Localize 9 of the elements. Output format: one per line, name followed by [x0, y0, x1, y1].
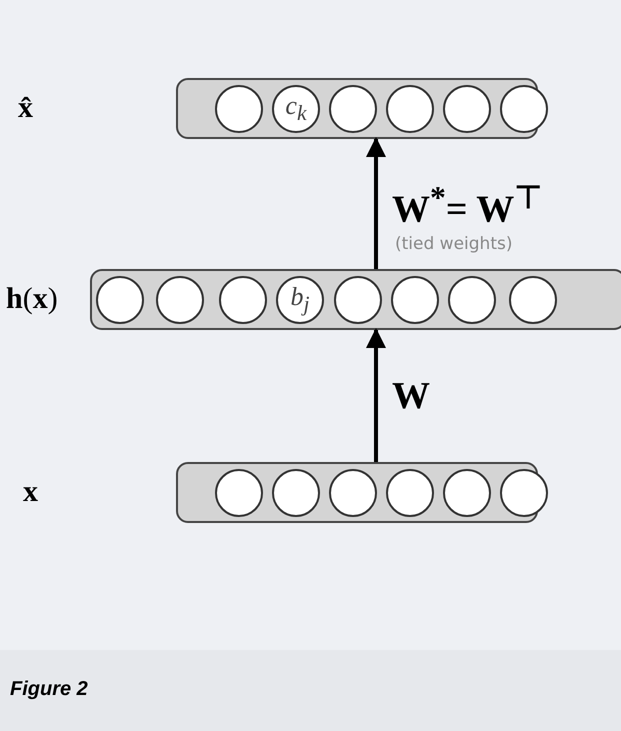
unit-label: c$_{k}$ — [285, 90, 307, 126]
figure-caption: Figure 2 — [10, 678, 88, 701]
layer-label: x̂ — [18, 92, 33, 122]
layer-label: h(x) — [6, 284, 58, 314]
arrow — [366, 328, 386, 462]
layer-label: x — [23, 476, 38, 506]
note-text: (tied weights) — [395, 234, 512, 254]
arrow — [366, 137, 386, 269]
unit-label: b$_{j}$ — [290, 282, 310, 318]
